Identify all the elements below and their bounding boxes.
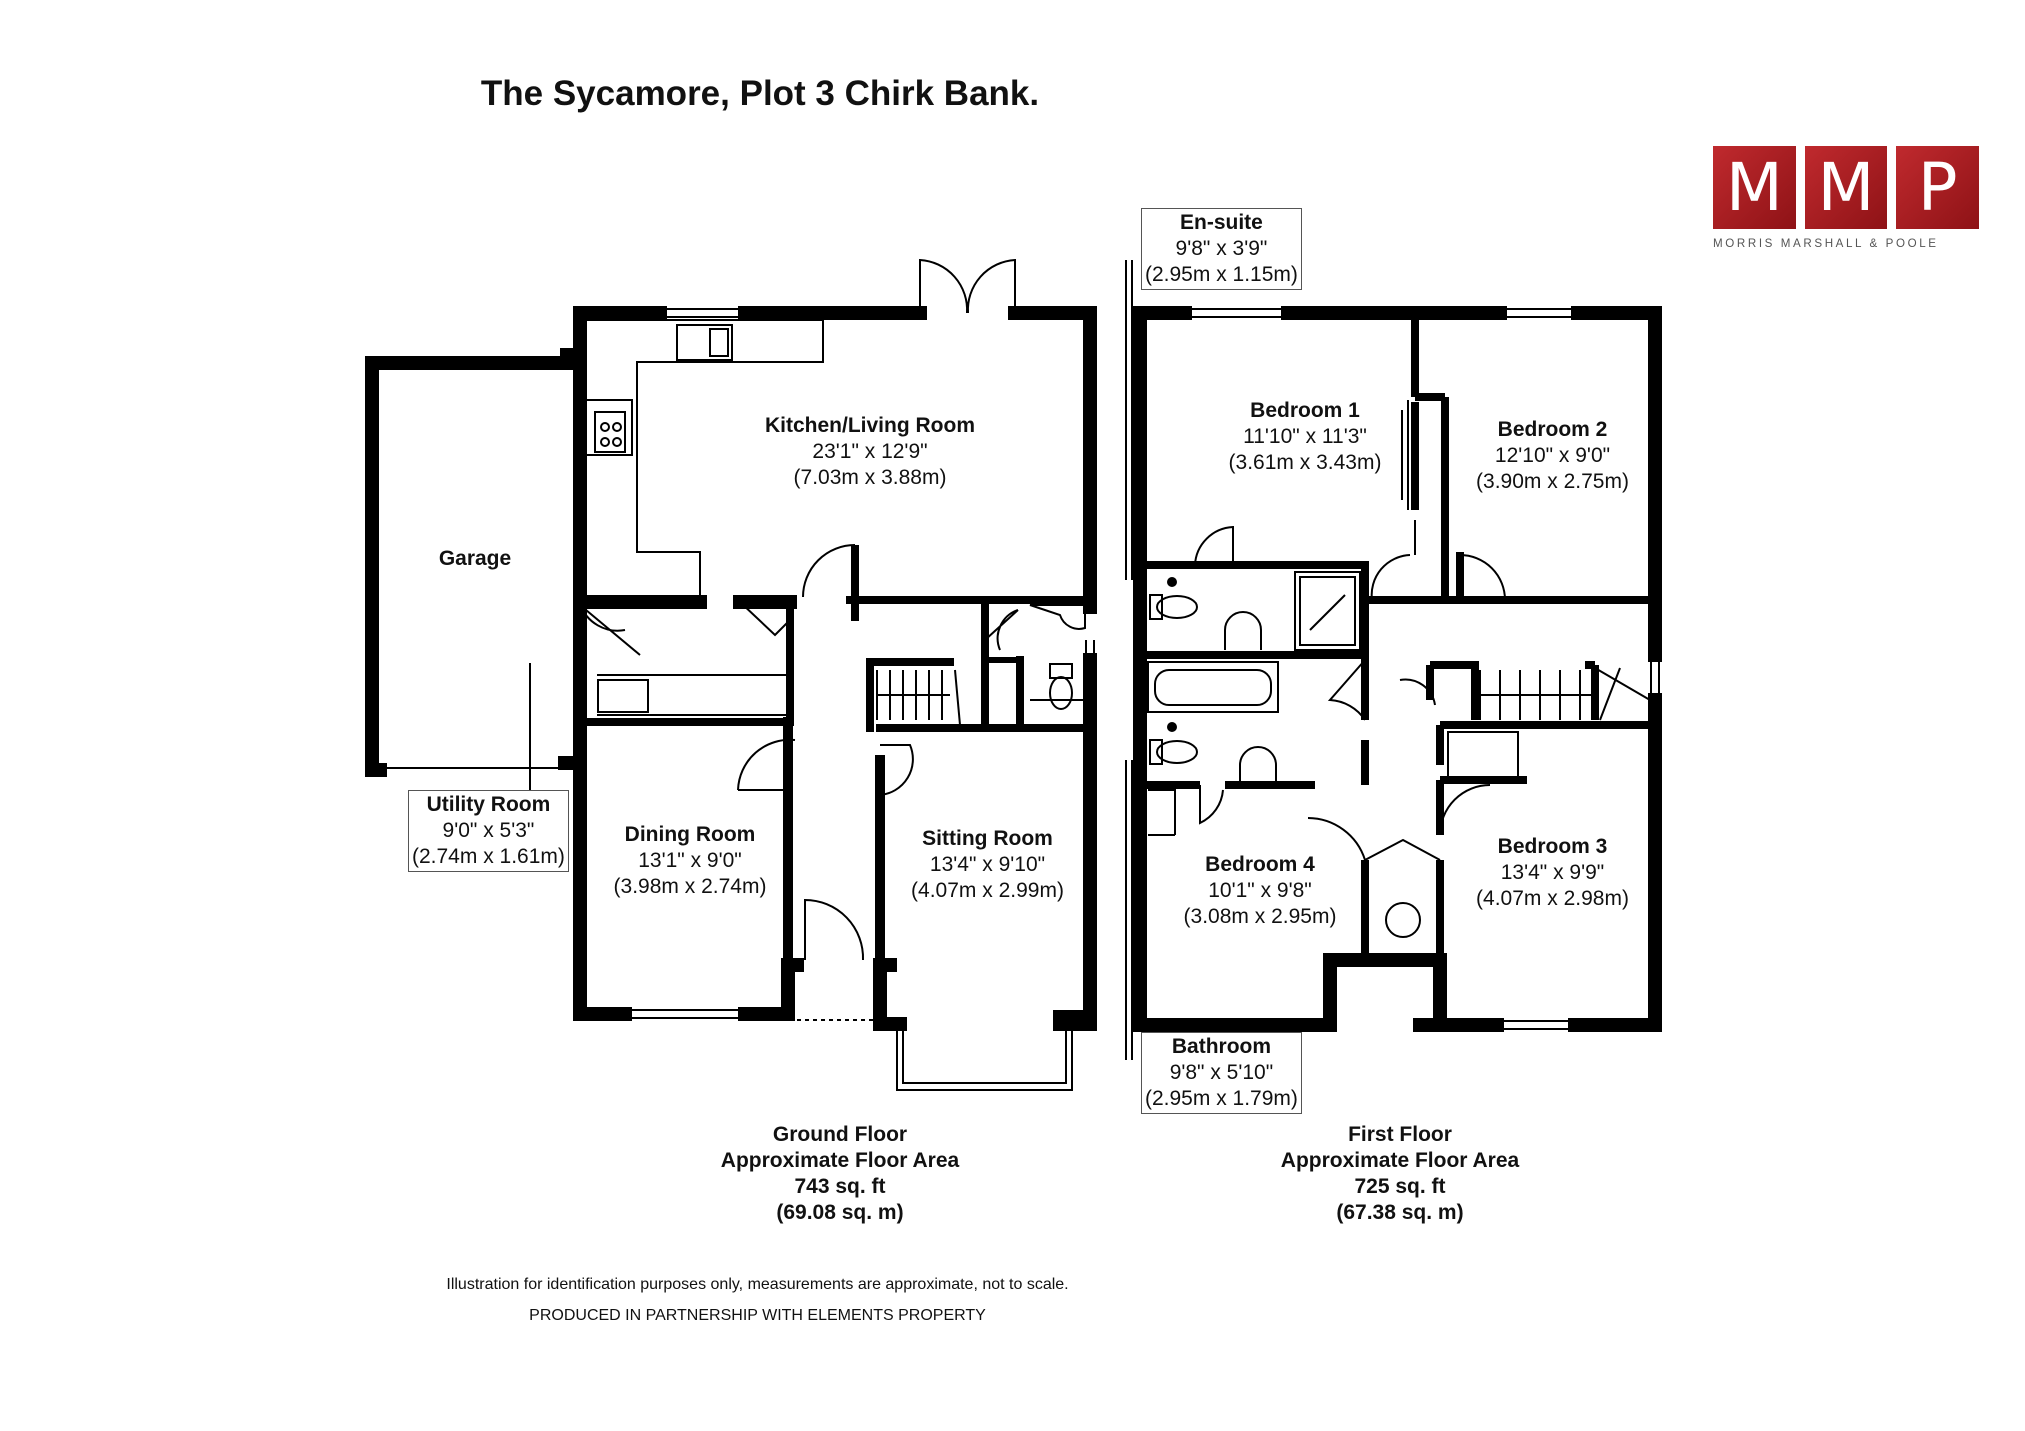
logo-letter-m2: M [1804, 146, 1888, 229]
room-kitchen-name: Kitchen/Living Room [765, 414, 975, 437]
logo-letter-m1: M [1713, 146, 1796, 229]
room-bedroom4-name: Bedroom 4 [1205, 853, 1315, 876]
ground-floor-sqft: 743 sq. ft [794, 1175, 886, 1198]
room-sitting-name: Sitting Room [922, 827, 1053, 850]
room-dining-name: Dining Room [624, 823, 756, 846]
room-ensuite: En-suite 9'8" x 3'9" (2.95m x 1.15m) [1141, 208, 1302, 290]
room-ensuite-imperial: 9'8" x 3'9" [1175, 237, 1268, 260]
room-ensuite-metric: (2.95m x 1.15m) [1145, 263, 1298, 286]
room-utility-metric: (2.74m x 1.61m) [412, 845, 565, 868]
room-utility-imperial: 9'0" x 5'3" [442, 819, 535, 842]
ground-floor-fixtures [368, 258, 1095, 1091]
room-kitchen: Kitchen/Living Room 23'1" x 12'9" (7.03m… [750, 413, 990, 491]
room-ensuite-name: En-suite [1180, 211, 1263, 234]
room-bedroom3-name: Bedroom 3 [1497, 835, 1608, 858]
ground-floor-area: Ground Floor Approximate Floor Area 743 … [690, 1122, 990, 1226]
room-bedroom4: Bedroom 4 10'1" x 9'8" (3.08m x 2.95m) [1165, 852, 1355, 930]
first-floor-name: First Floor [1348, 1123, 1452, 1146]
page-title: The Sycamore, Plot 3 Chirk Bank. [480, 74, 1040, 113]
room-dining-imperial: 13'1" x 9'0" [638, 849, 742, 872]
credit: PRODUCED IN PARTNERSHIP WITH ELEMENTS PR… [529, 1307, 986, 1324]
room-bathroom-metric: (2.95m x 1.79m) [1145, 1087, 1298, 1110]
first-floor-inner-walls [1140, 313, 1655, 960]
room-bedroom2: Bedroom 2 12'10" x 9'0" (3.90m x 2.75m) [1455, 417, 1650, 495]
logo-subtitle: MORRIS MARSHALL & POOLE [1713, 237, 1939, 250]
room-bedroom1: Bedroom 1 11'10" x 11'3" (3.61m x 3.43m) [1205, 398, 1405, 476]
first-floor-fixtures [1125, 260, 1660, 1060]
room-utility: Utility Room 9'0" x 5'3" (2.74m x 1.61m) [408, 790, 569, 872]
room-bedroom1-name: Bedroom 1 [1250, 399, 1360, 422]
room-bedroom3-metric: (4.07m x 2.98m) [1476, 887, 1629, 910]
room-bedroom1-imperial: 11'10" x 11'3" [1243, 425, 1367, 448]
room-sitting-metric: (4.07m x 2.99m) [911, 879, 1064, 902]
room-bathroom: Bathroom 9'8" x 5'10" (2.95m x 1.79m) [1141, 1032, 1302, 1114]
room-bedroom3: Bedroom 3 13'4" x 9'9" (4.07m x 2.98m) [1455, 834, 1650, 912]
room-garage-name: Garage [438, 547, 512, 570]
ground-floor-caption: Approximate Floor Area [720, 1149, 960, 1172]
ground-floor-walls [365, 306, 1097, 1031]
room-bathroom-imperial: 9'8" x 5'10" [1169, 1061, 1274, 1084]
first-floor-area: First Floor Approximate Floor Area 725 s… [1250, 1122, 1550, 1226]
brand-logo: M M P MORRIS MARSHALL & POOLE [1713, 146, 1980, 250]
room-kitchen-imperial: 23'1" x 12'9" [812, 440, 928, 463]
room-kitchen-metric: (7.03m x 3.88m) [793, 466, 947, 489]
room-bedroom2-name: Bedroom 2 [1497, 418, 1608, 441]
room-bedroom2-imperial: 12'10" x 9'0" [1494, 444, 1611, 467]
logo-letter-p: P [1896, 146, 1980, 229]
room-bedroom2-metric: (3.90m x 2.75m) [1476, 470, 1629, 493]
room-bedroom3-imperial: 13'4" x 9'9" [1500, 861, 1605, 884]
room-utility-name: Utility Room [426, 793, 551, 816]
room-dining-metric: (3.98m x 2.74m) [613, 875, 767, 898]
room-dining: Dining Room 13'1" x 9'0" (3.98m x 2.74m) [600, 822, 780, 900]
first-floor-caption: Approximate Floor Area [1280, 1149, 1520, 1172]
room-bedroom4-imperial: 10'1" x 9'8" [1208, 879, 1312, 902]
room-bedroom4-metric: (3.08m x 2.95m) [1183, 905, 1337, 928]
ground-floor-name: Ground Floor [772, 1123, 908, 1146]
first-floor-sqm: (67.38 sq. m) [1336, 1201, 1464, 1224]
room-garage: Garage [400, 546, 550, 572]
room-sitting-imperial: 13'4" x 9'10" [929, 853, 1046, 876]
ground-floor-sqm: (69.08 sq. m) [776, 1201, 904, 1224]
room-bedroom1-metric: (3.61m x 3.43m) [1228, 451, 1382, 474]
first-floor-sqft: 725 sq. ft [1354, 1175, 1446, 1198]
room-sitting: Sitting Room 13'4" x 9'10" (4.07m x 2.99… [890, 826, 1085, 904]
disclaimer: Illustration for identification purposes… [446, 1276, 1069, 1293]
room-bathroom-name: Bathroom [1171, 1035, 1272, 1058]
